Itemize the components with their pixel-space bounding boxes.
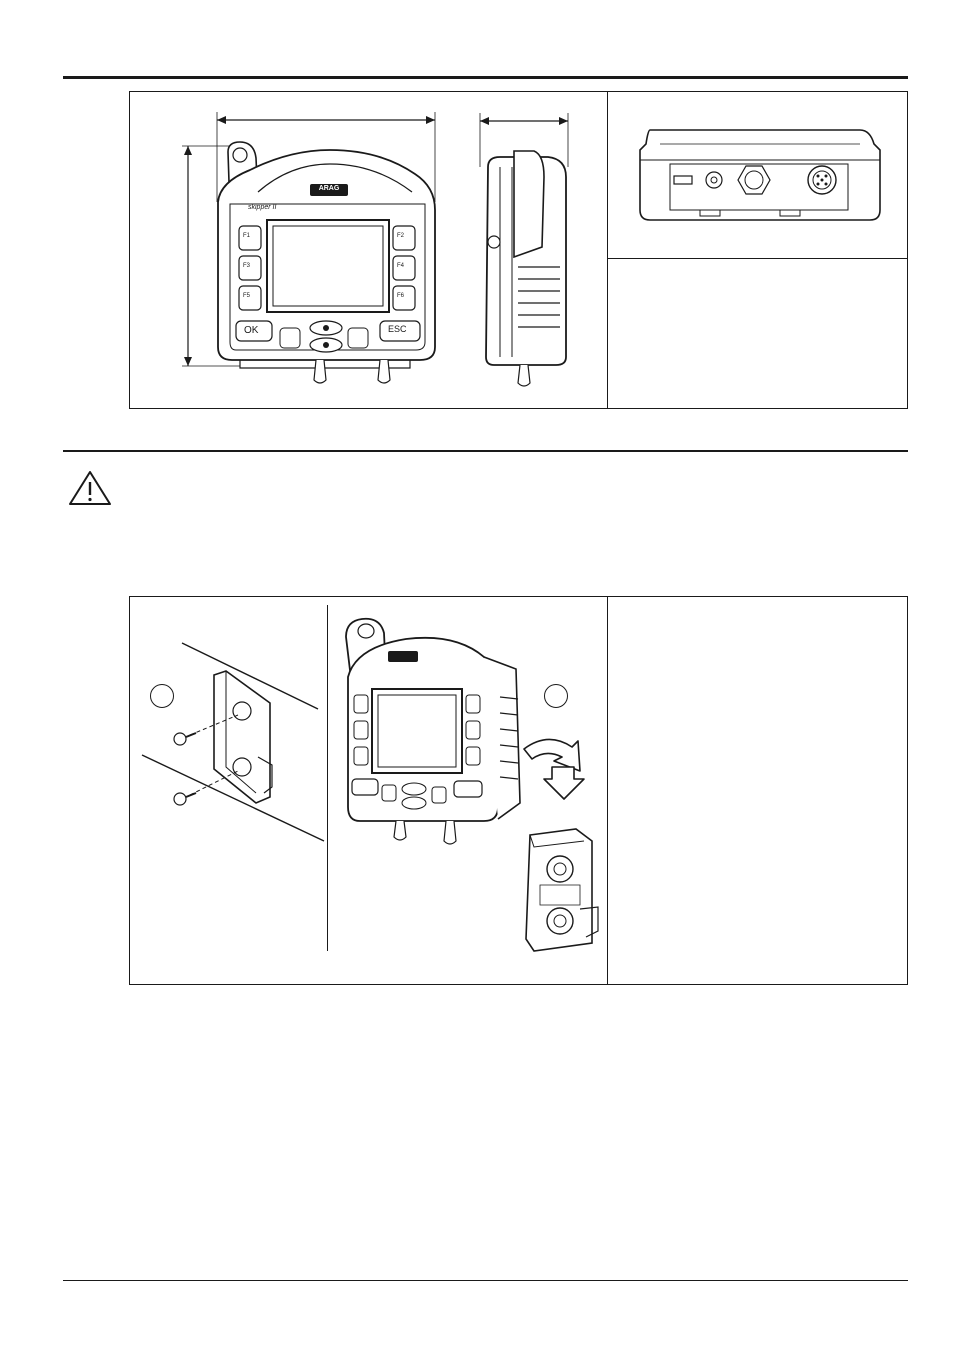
detached-bracket [525, 828, 599, 952]
footer-rule [63, 1280, 908, 1281]
step-1-marker [150, 684, 174, 708]
curved-arrow-icon [523, 738, 585, 800]
installation-figure [129, 596, 908, 985]
f3-key-label: F3 [243, 263, 251, 269]
connector-panel-rule [607, 258, 907, 259]
f1-key-label: F1 [243, 233, 251, 239]
step-2-marker [544, 684, 568, 708]
installation-step-divider [327, 605, 328, 951]
f6-key-label: F6 [397, 293, 405, 299]
model-label: skipper II [248, 204, 277, 211]
device-3quarter-view [345, 617, 521, 845]
warning-triangle-icon [69, 471, 111, 505]
device-side-view [479, 113, 569, 387]
brand-label: ARAG [318, 185, 340, 192]
section-rule [63, 450, 908, 452]
f5-key-label: F5 [243, 293, 251, 299]
f2-key-label: F2 [397, 233, 405, 239]
device-front-view [182, 112, 436, 384]
connector-panel-divider [607, 92, 608, 408]
ok-key-label: OK [244, 325, 259, 336]
device-bottom-connectors [639, 129, 881, 221]
header-rule [63, 76, 908, 79]
f4-key-label: F4 [397, 263, 405, 269]
installation-panel-divider [607, 597, 608, 984]
dimensions-figure: ARAG skipper II F1 F3 F5 F2 F4 F6 OK ESC [129, 91, 908, 409]
wall-bracket-screws [141, 642, 325, 842]
esc-key-label: ESC [388, 324, 407, 334]
